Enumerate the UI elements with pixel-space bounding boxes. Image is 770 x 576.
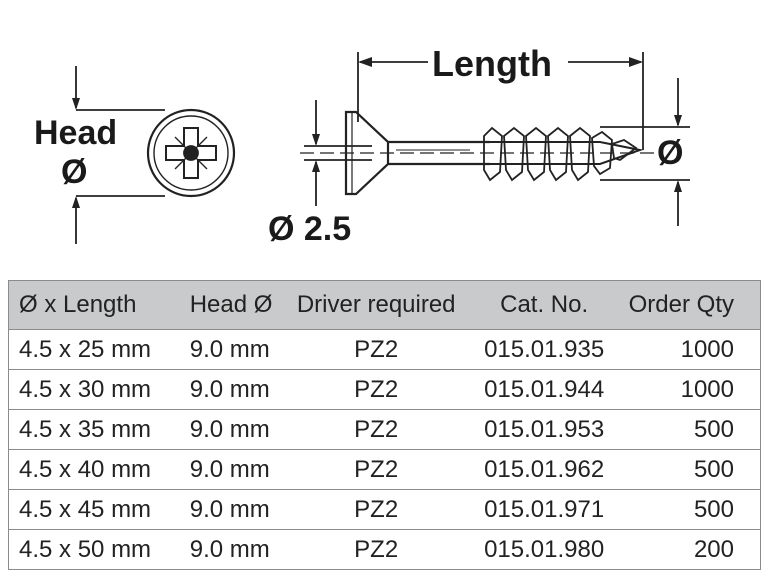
screw-diagram: Head Ø Ø 2.5 Length Ø <box>0 0 770 270</box>
table-row: 4.5 x 30 mm 9.0 mm PZ2 015.01.944 1000 <box>8 369 761 410</box>
cell-head-diameter: 9.0 mm <box>183 409 287 450</box>
cell-cat-no: 015.01.962 <box>465 449 623 490</box>
screw-drawing <box>72 52 690 244</box>
spec-table: Ø x Length Head Ø Driver required Cat. N… <box>8 280 761 570</box>
col-header-cat-no: Cat. No. <box>465 280 623 330</box>
cell-order-qty: 500 <box>622 489 761 530</box>
cell-driver: PZ2 <box>286 529 466 570</box>
screw-head-top-view <box>146 108 236 198</box>
shank-diameter-label: Ø 2.5 <box>268 210 352 248</box>
cell-head-diameter: 9.0 mm <box>183 369 287 410</box>
table-row: 4.5 x 35 mm 9.0 mm PZ2 015.01.953 500 <box>8 409 761 450</box>
table-header-row: Ø x Length Head Ø Driver required Cat. N… <box>8 280 761 330</box>
cell-size: 4.5 x 25 mm <box>8 329 184 370</box>
length-label: Length <box>432 43 552 84</box>
cell-driver: PZ2 <box>286 489 466 530</box>
cell-order-qty: 1000 <box>622 369 761 410</box>
cell-order-qty: 200 <box>622 529 761 570</box>
cell-size: 4.5 x 35 mm <box>8 409 184 450</box>
cell-head-diameter: 9.0 mm <box>183 329 287 370</box>
cell-order-qty: 500 <box>622 409 761 450</box>
cell-cat-no: 015.01.971 <box>465 489 623 530</box>
col-header-order-qty: Order Qty <box>622 280 761 330</box>
cell-size: 4.5 x 45 mm <box>8 489 184 530</box>
cell-order-qty: 1000 <box>622 329 761 370</box>
thread-diameter-label: Ø <box>657 134 684 172</box>
cell-head-diameter: 9.0 mm <box>183 529 287 570</box>
cell-head-diameter: 9.0 mm <box>183 449 287 490</box>
cell-driver: PZ2 <box>286 329 466 370</box>
col-header-size: Ø x Length <box>8 280 184 330</box>
cell-driver: PZ2 <box>286 369 466 410</box>
cell-size: 4.5 x 50 mm <box>8 529 184 570</box>
cell-driver: PZ2 <box>286 409 466 450</box>
cell-order-qty: 500 <box>622 449 761 490</box>
table-row: 4.5 x 40 mm 9.0 mm PZ2 015.01.962 500 <box>8 449 761 490</box>
thread <box>483 126 503 182</box>
cell-driver: PZ2 <box>286 449 466 490</box>
head-label: Head <box>34 114 118 152</box>
head-diameter-symbol: Ø <box>61 153 88 191</box>
cell-size: 4.5 x 30 mm <box>8 369 184 410</box>
col-header-driver: Driver required <box>286 280 466 330</box>
table-row: 4.5 x 45 mm 9.0 mm PZ2 015.01.971 500 <box>8 489 761 530</box>
cell-cat-no: 015.01.944 <box>465 369 623 410</box>
cell-cat-no: 015.01.953 <box>465 409 623 450</box>
cell-cat-no: 015.01.980 <box>465 529 623 570</box>
cell-size: 4.5 x 40 mm <box>8 449 184 490</box>
table-row: 4.5 x 25 mm 9.0 mm PZ2 015.01.935 1000 <box>8 329 761 370</box>
table-row: 4.5 x 50 mm 9.0 mm PZ2 015.01.980 200 <box>8 529 761 570</box>
cell-cat-no: 015.01.935 <box>465 329 623 370</box>
col-header-head-diameter: Head Ø <box>183 280 287 330</box>
cell-head-diameter: 9.0 mm <box>183 489 287 530</box>
